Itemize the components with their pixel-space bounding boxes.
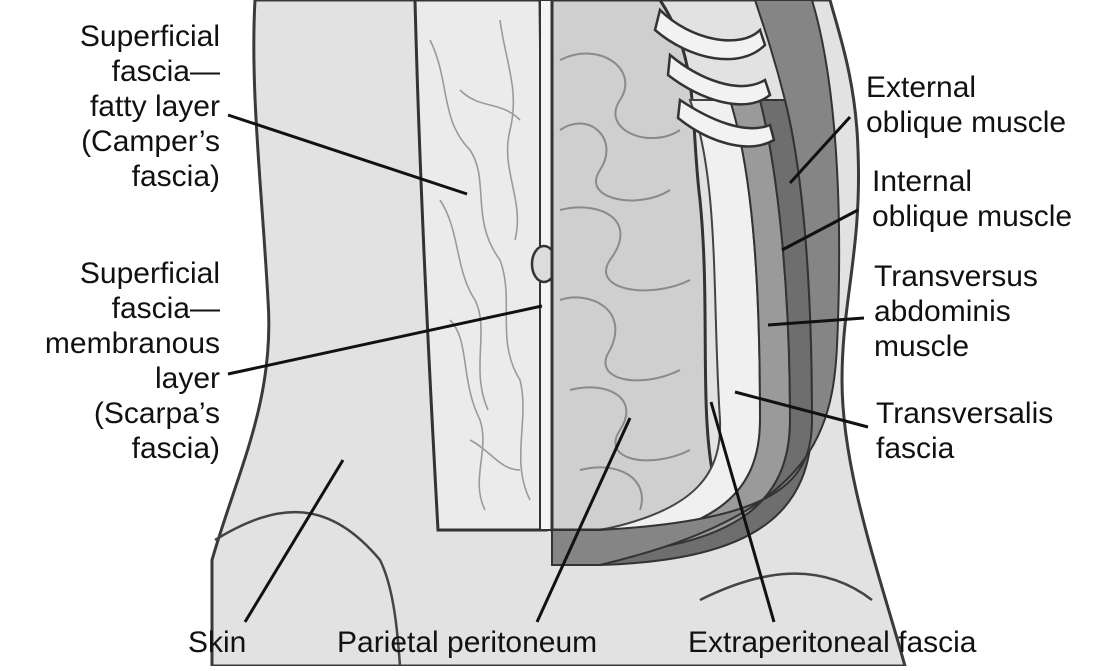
- fatty-layer-panel: [415, 0, 546, 530]
- label-external-oblique: External oblique muscle: [866, 70, 1116, 140]
- label-parietal-peritoneum: Parietal peritoneum: [337, 625, 597, 660]
- label-scarpas-fascia: Superficial fascia— membranous layer (Sc…: [20, 256, 220, 466]
- label-transversalis: Transversalis fascia: [876, 396, 1116, 466]
- label-extraperitoneal-fascia: Extraperitoneal fascia: [688, 625, 977, 660]
- label-campers-fascia: Superficial fascia— fatty layer (Camper’…: [20, 19, 220, 194]
- label-skin: Skin: [188, 625, 246, 660]
- label-transversus: Transversus abdominis muscle: [874, 259, 1114, 364]
- label-internal-oblique: Internal oblique muscle: [872, 164, 1112, 234]
